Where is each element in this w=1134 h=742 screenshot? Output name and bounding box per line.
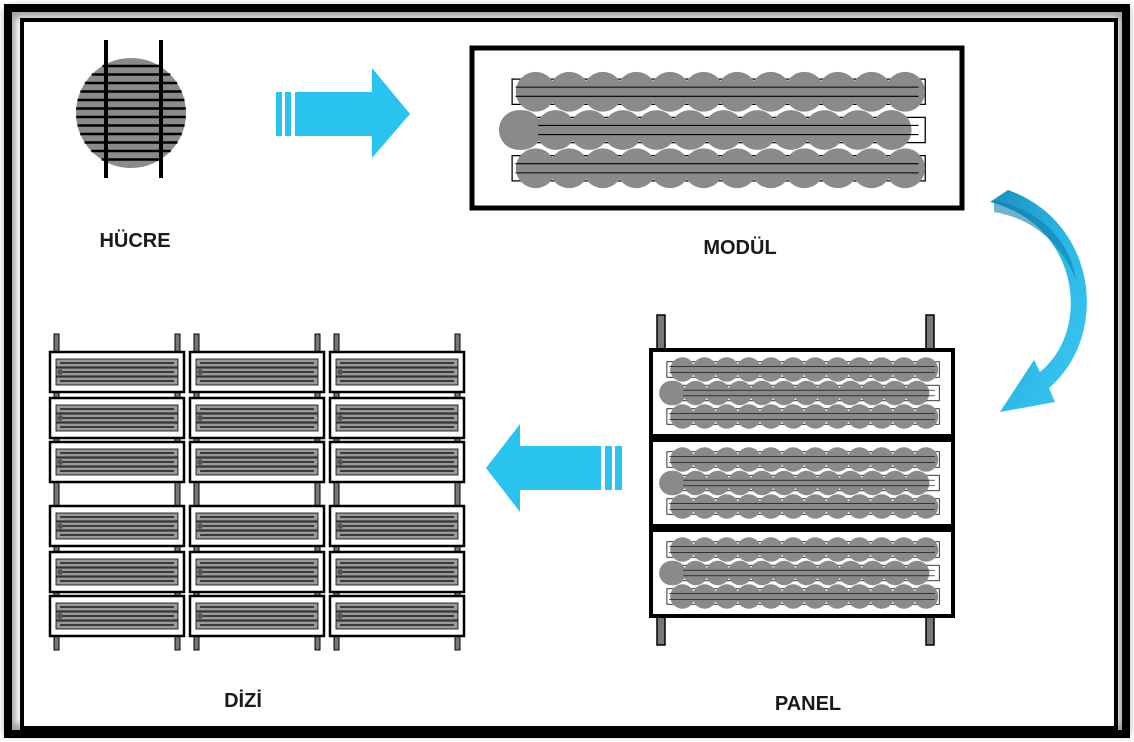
module-label: MODÜL — [703, 237, 777, 259]
frame-outer — [4, 4, 1130, 738]
cell-label: HÜCRE — [99, 230, 171, 252]
panel-icon — [649, 314, 955, 646]
arrow-left-icon — [486, 424, 622, 512]
array-icon — [48, 333, 466, 651]
solar-cell-icon — [76, 40, 186, 178]
arrow-right-icon — [276, 68, 410, 158]
curved-arrow-down-icon — [990, 190, 1087, 412]
module-icon — [469, 45, 965, 211]
panel-label: PANEL — [774, 693, 842, 715]
array-label: DİZİ — [224, 690, 262, 712]
